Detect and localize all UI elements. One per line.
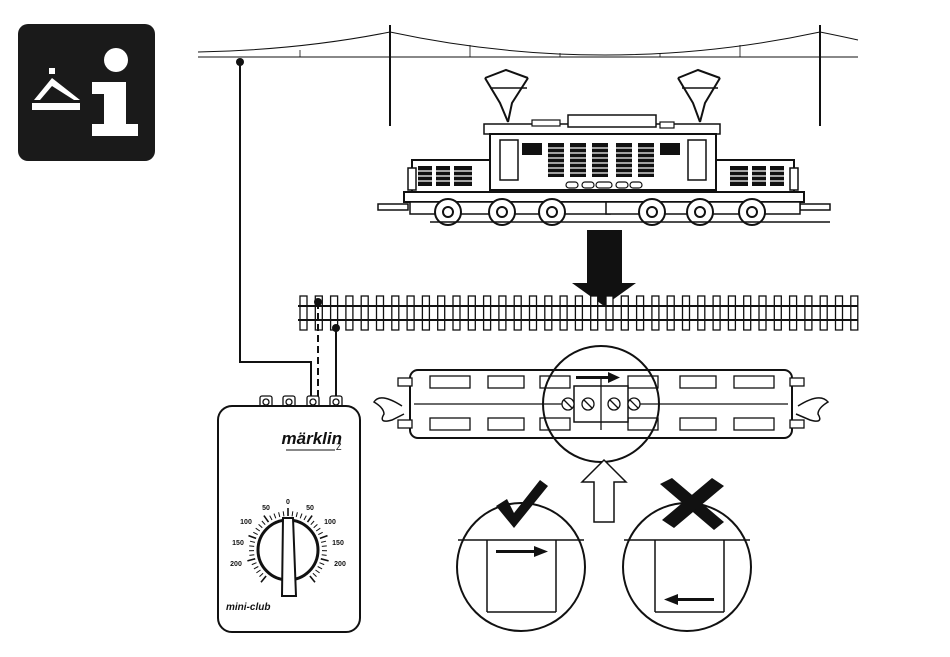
dial-tick xyxy=(283,511,284,516)
dial-tick xyxy=(249,555,254,556)
scale-label: Z xyxy=(336,442,342,452)
catenary xyxy=(198,25,858,126)
track-sleeper xyxy=(575,296,582,330)
speed-controller: märklin Z 0 50 50 100 100 150 150 200 20… xyxy=(218,396,360,632)
track-sleeper xyxy=(560,296,567,330)
track xyxy=(298,296,858,330)
locomotive-underside-view xyxy=(374,346,828,462)
wrong-orientation-detail xyxy=(623,478,751,631)
track-sleeper xyxy=(713,296,720,330)
track-sleeper xyxy=(422,296,429,330)
track-sleeper xyxy=(484,296,491,330)
track-sleeper xyxy=(453,296,460,330)
track-sleeper xyxy=(545,296,552,330)
pantograph-right xyxy=(678,70,720,122)
track-sleeper xyxy=(438,296,445,330)
track-sleeper xyxy=(728,296,735,330)
down-arrow xyxy=(572,230,636,306)
dial-label-50-right: 50 xyxy=(306,505,314,512)
track-sleeper xyxy=(392,296,399,330)
dial-label-200-left: 200 xyxy=(230,561,242,568)
series-label: mini-club xyxy=(226,602,270,613)
overhead-feed-wire xyxy=(236,58,311,400)
correct-orientation-detail xyxy=(457,480,585,631)
track-sleeper xyxy=(530,296,537,330)
track-sleeper xyxy=(300,296,307,330)
knob-pointer xyxy=(282,518,296,596)
dial-tick xyxy=(322,546,327,547)
track-sleeper xyxy=(621,296,628,330)
dial-tick xyxy=(322,555,327,556)
track-sleeper xyxy=(606,296,613,330)
track-sleeper xyxy=(805,296,812,330)
info-icon xyxy=(18,24,155,161)
track-sleeper xyxy=(652,296,659,330)
locomotive-side-view xyxy=(378,70,830,225)
dial-tick xyxy=(249,546,254,547)
track-sleeper xyxy=(514,296,521,330)
track-sleeper xyxy=(790,296,797,330)
track-sleeper xyxy=(820,296,827,330)
dial-label-0: 0 xyxy=(286,499,290,506)
track-sleeper xyxy=(377,296,384,330)
track-sleeper xyxy=(407,296,414,330)
pantograph-left xyxy=(485,70,528,122)
dial-label-50-left: 50 xyxy=(262,505,270,512)
track-sleeper xyxy=(836,296,843,330)
dial-tick xyxy=(292,511,293,516)
track-sleeper xyxy=(667,296,674,330)
up-arrow xyxy=(582,460,626,522)
dial-label-150-left: 150 xyxy=(232,540,244,547)
track-sleeper xyxy=(851,296,858,330)
track-sleeper xyxy=(468,296,475,330)
track-sleeper xyxy=(346,296,353,330)
track-sleeper xyxy=(591,296,598,330)
track-sleeper xyxy=(637,296,644,330)
dial-label-100-right: 100 xyxy=(324,519,336,526)
dial-label-100-left: 100 xyxy=(240,519,252,526)
track-sleeper xyxy=(759,296,766,330)
track-sleeper xyxy=(774,296,781,330)
track-sleeper xyxy=(361,296,368,330)
dial-label-200-right: 200 xyxy=(334,561,346,568)
dial-label-150-right: 150 xyxy=(332,540,344,547)
brand-logo: märklin xyxy=(282,429,342,448)
track-sleeper xyxy=(499,296,506,330)
track-sleeper xyxy=(744,296,751,330)
track-sleeper xyxy=(698,296,705,330)
info-i-dot xyxy=(104,48,128,72)
track-sleeper xyxy=(683,296,690,330)
